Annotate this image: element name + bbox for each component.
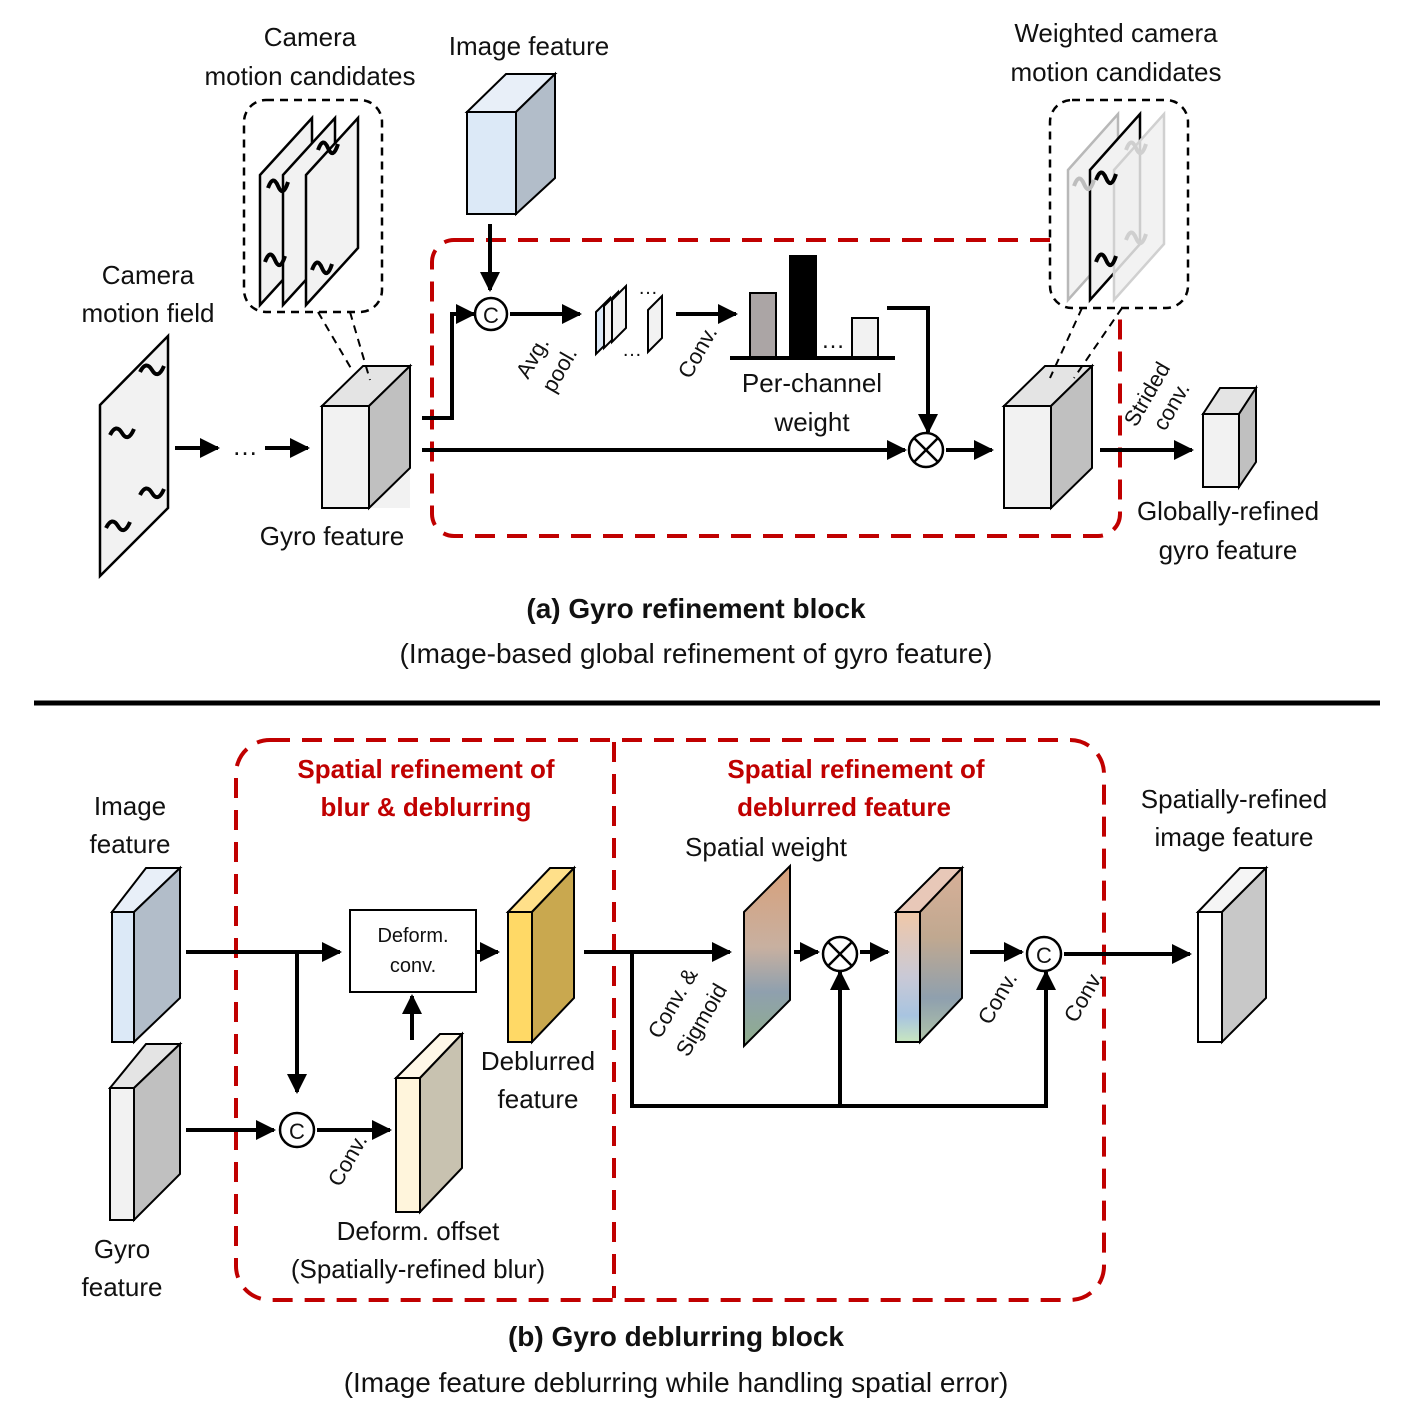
image-feature-label: Image feature bbox=[449, 31, 609, 61]
panel-b-subtitle: (Image feature deblurring while handling… bbox=[344, 1367, 1009, 1398]
concat-node bbox=[473, 296, 509, 332]
spatial-weight-label: Spatial weight bbox=[685, 832, 848, 862]
b-concat-node-2 bbox=[1025, 935, 1063, 973]
multiply-icon bbox=[913, 437, 939, 463]
deblurred-feature-block bbox=[505, 865, 577, 1045]
panel-a: Camera motion field … Gyro feature Camer… bbox=[82, 18, 1320, 669]
motion-squiggle-icon bbox=[1124, 230, 1148, 246]
pooled-vectors bbox=[595, 283, 663, 357]
section2-title-1: Spatial refinement of bbox=[727, 754, 984, 784]
motion-squiggle-icon bbox=[108, 426, 136, 440]
deform-offset-label-1: Deform. offset bbox=[337, 1216, 501, 1246]
motion-squiggle-icon bbox=[138, 363, 166, 377]
motion-squiggle-icon bbox=[263, 252, 287, 268]
gyro-feature-label: Gyro feature bbox=[260, 521, 405, 551]
refinement-region bbox=[430, 238, 1122, 538]
spatial-weight-plane bbox=[743, 863, 791, 1049]
deform-offset-block bbox=[393, 1031, 465, 1215]
b-image-feature-label-1: Image bbox=[94, 791, 166, 821]
deblurred-feature-label-1: Deblurred bbox=[481, 1046, 595, 1076]
refined-deblurred-block bbox=[893, 865, 965, 1045]
pooled-ellipsis-2: … bbox=[622, 339, 642, 361]
conv-label-a: Conv. bbox=[673, 322, 723, 383]
deform-conv-box bbox=[349, 909, 477, 993]
weight-bar bbox=[851, 317, 879, 358]
connector bbox=[887, 306, 938, 434]
spatially-refined-label-2: image feature bbox=[1155, 822, 1314, 852]
weighted-candidate-planes bbox=[1066, 110, 1166, 304]
deblurred-feature-label-2: feature bbox=[498, 1084, 579, 1114]
globally-refined-cube bbox=[1201, 384, 1258, 491]
weighted-candidates-label-1: Weighted camera bbox=[1014, 18, 1218, 48]
b-conv-label-1: Conv. bbox=[323, 1130, 373, 1191]
weighted-gyro-cube bbox=[1001, 363, 1095, 511]
callout-connector bbox=[317, 311, 353, 371]
b-concat-node-1 bbox=[278, 1111, 316, 1149]
b-image-feature-label-2: feature bbox=[90, 829, 171, 859]
candidate-planes bbox=[258, 114, 360, 309]
b-concat-symbol-2: C bbox=[1036, 943, 1052, 968]
section1-title-2: blur & deblurring bbox=[321, 792, 532, 822]
section2-title-2: deblurred feature bbox=[737, 792, 951, 822]
weight-bar bbox=[749, 292, 777, 358]
motion-squiggle-icon bbox=[316, 140, 340, 156]
b-gyro-feature-label-1: Gyro bbox=[94, 1234, 150, 1264]
pooled-ellipsis-1: … bbox=[638, 277, 658, 299]
camera-motion-field-plane bbox=[98, 332, 170, 580]
b-conv-label-2: Conv. bbox=[973, 968, 1023, 1029]
weight-bar bbox=[789, 255, 817, 358]
motion-squiggle-icon bbox=[310, 260, 334, 276]
spatially-refined-label-1: Spatially-refined bbox=[1141, 784, 1327, 814]
section1-title-1: Spatial refinement of bbox=[297, 754, 554, 784]
camera-motion-field-label-1: Camera bbox=[102, 260, 195, 290]
multiply-icon bbox=[827, 941, 853, 967]
deform-conv-label-2: conv. bbox=[390, 955, 436, 977]
per-channel-weight-label-1: Per-channel bbox=[742, 368, 882, 398]
image-feature-cube bbox=[464, 71, 558, 217]
panel-a-subtitle: (Image-based global refinement of gyro f… bbox=[400, 638, 993, 669]
globally-refined-label-1: Globally-refined bbox=[1137, 496, 1319, 526]
motion-squiggle-icon bbox=[1094, 170, 1118, 186]
gyro-feature-cube bbox=[319, 363, 413, 511]
connector bbox=[422, 304, 476, 420]
callout-connector bbox=[1073, 307, 1123, 379]
motion-squiggle-icon bbox=[104, 519, 132, 533]
panel-b: Spatial refinement of blur & deblurring … bbox=[82, 738, 1327, 1398]
spatially-refined-output-block bbox=[1195, 865, 1269, 1045]
b-concat-symbol-1: C bbox=[289, 1119, 305, 1144]
candidates-label-1: Camera bbox=[264, 22, 357, 52]
bars-ellipsis: … bbox=[821, 327, 845, 354]
callout-connector bbox=[349, 311, 371, 381]
concat-symbol: C bbox=[483, 303, 499, 328]
camera-motion-field-label-2: motion field bbox=[82, 298, 215, 328]
weighted-candidates-label-2: motion candidates bbox=[1010, 57, 1221, 87]
panel-b-title: (b) Gyro deblurring block bbox=[508, 1321, 844, 1352]
motion-squiggle-icon bbox=[1124, 140, 1148, 156]
motion-squiggle-icon bbox=[1094, 252, 1118, 268]
b-conv-label-3: Conv. bbox=[1059, 966, 1109, 1027]
motion-squiggle-icon bbox=[138, 486, 166, 500]
deform-conv-label-1: Deform. bbox=[377, 925, 448, 947]
motion-squiggle-icon bbox=[1072, 176, 1096, 192]
b-image-feature-block bbox=[109, 865, 183, 1045]
b-gyro-feature-block bbox=[107, 1041, 183, 1223]
per-channel-weight-label-2: weight bbox=[773, 407, 850, 437]
motion-squiggle-icon bbox=[266, 178, 290, 194]
per-channel-weight-bars bbox=[730, 255, 895, 360]
b-gyro-feature-label-2: feature bbox=[82, 1272, 163, 1302]
candidates-label-2: motion candidates bbox=[204, 61, 415, 91]
panel-a-title: (a) Gyro refinement block bbox=[526, 593, 866, 624]
ellipsis: … bbox=[232, 431, 258, 461]
globally-refined-label-2: gyro feature bbox=[1159, 535, 1298, 565]
deform-offset-label-2: (Spatially-refined blur) bbox=[291, 1254, 545, 1284]
spatial-refinement-region bbox=[234, 738, 1106, 1302]
